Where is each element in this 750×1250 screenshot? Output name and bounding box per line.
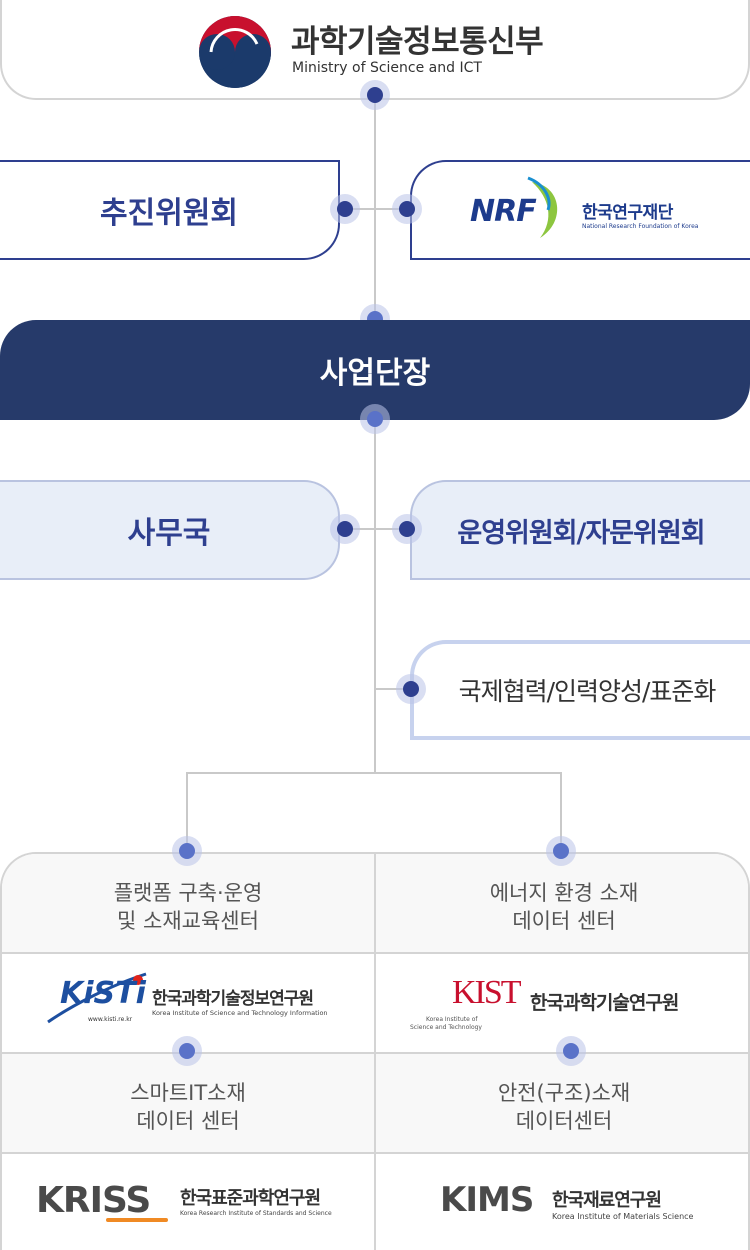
steering-label: 운영위원회/자문위원회 xyxy=(457,517,705,549)
center-title-line: 플랫폼 구축·운영 xyxy=(113,881,263,905)
branch-right xyxy=(560,772,562,850)
branch-horizontal xyxy=(186,772,562,774)
director-box: 사업단장 xyxy=(0,320,750,420)
kist-name-en-1: Korea Institute of xyxy=(426,1016,478,1023)
center-title-smartit: 스마트IT소재 데이터 센터 xyxy=(2,1054,374,1152)
grid-vertical-divider xyxy=(374,854,376,1250)
intl-box: 국제협력/인력양성/표준화 xyxy=(410,640,750,740)
branch-left xyxy=(186,772,188,850)
kriss-name-en: Korea Research Institute of Standards an… xyxy=(180,1210,332,1217)
center-dot-right xyxy=(546,836,576,866)
center-title-line: 안전(구조)소재 xyxy=(497,1081,631,1105)
committee-box: 추진위원회 xyxy=(0,160,340,260)
kisti-name-en: Korea Institute of Science and Technolog… xyxy=(152,1009,328,1017)
office-box: 사무국 xyxy=(0,480,340,580)
intl-label: 국제협력/인력양성/표준화 xyxy=(458,677,717,706)
director-label: 사업단장 xyxy=(319,356,431,391)
director-bottom-dot xyxy=(360,404,390,434)
center-title-energy: 에너지 환경 소재 데이터 센터 xyxy=(376,854,748,952)
nrf-name-en: National Research Foundation of Korea xyxy=(582,223,699,230)
kims-logo-text: KIMS xyxy=(440,1180,534,1220)
steering-dot xyxy=(392,514,422,544)
office-dot xyxy=(330,514,360,544)
kist-name-en-2: Science and Technology xyxy=(410,1024,482,1031)
center-dot-left-lower xyxy=(172,1036,202,1066)
nrf-box: NRF 한국연구재단 National Research Foundation … xyxy=(410,160,750,260)
center-title-line: 에너지 환경 소재 xyxy=(489,881,639,905)
kist-logo-text: KIST xyxy=(452,974,522,1011)
kisti-name-ko: 한국과학기술정보연구원 xyxy=(152,989,314,1009)
org-kist: KIST Korea Institute of Science and Tech… xyxy=(376,954,748,1052)
ministry-name-ko: 과학기술정보통신부 xyxy=(291,24,544,60)
centers-grid: 플랫폼 구축·운영 및 소재교육센터 에너지 환경 소재 데이터 센터 KiST… xyxy=(0,852,750,1250)
steering-box: 운영위원회/자문위원회 xyxy=(410,480,750,580)
kims-name-en: Korea Institute of Materials Science xyxy=(552,1212,694,1221)
org-kisti: KiSTi www.kisti.re.kr 한국과학기술정보연구원 Korea … xyxy=(2,954,374,1052)
office-label: 사무국 xyxy=(127,516,211,551)
kisti-swoosh-icon xyxy=(47,972,147,1024)
org-kriss: KRISS 한국표준과학연구원 Korea Research Institute… xyxy=(2,1154,374,1250)
trunk-line xyxy=(374,100,376,772)
committee-dot xyxy=(330,194,360,224)
kriss-logo-text: KRISS xyxy=(36,1180,151,1221)
nrf-logo-text: NRF xyxy=(470,194,537,229)
nrf-logo-icon xyxy=(527,176,558,238)
committee-label: 추진위원회 xyxy=(100,196,238,231)
kisti-logo-text: KiSTi xyxy=(60,976,146,1011)
center-title-line: 데이터센터 xyxy=(515,1109,613,1133)
center-dot-left xyxy=(172,836,202,866)
ministry-dot xyxy=(360,80,390,110)
org-kims: KIMS 한국재료연구원 Korea Institute of Material… xyxy=(376,1154,748,1250)
center-title-line: 데이터 센터 xyxy=(512,909,616,933)
kriss-name-ko: 한국표준과학연구원 xyxy=(180,1188,321,1209)
ministry-name-en: Ministry of Science and ICT xyxy=(292,60,482,76)
center-title-line: 데이터 센터 xyxy=(136,1109,240,1133)
center-title-platform: 플랫폼 구축·운영 및 소재교육센터 xyxy=(2,854,374,952)
center-title-safety: 안전(구조)소재 데이터센터 xyxy=(376,1054,748,1152)
ministry-emblem-icon xyxy=(199,16,271,88)
intl-dot xyxy=(396,674,426,704)
kims-name-ko: 한국재료연구원 xyxy=(552,1190,662,1211)
center-dot-right-lower xyxy=(556,1036,586,1066)
center-title-line: 스마트IT소재 xyxy=(130,1081,246,1105)
kriss-underline xyxy=(106,1218,168,1222)
intl-connector xyxy=(376,688,408,690)
office-connector xyxy=(342,528,408,530)
kisti-url: www.kisti.re.kr xyxy=(88,1016,133,1023)
nrf-dot xyxy=(392,194,422,224)
nrf-name-ko: 한국연구재단 xyxy=(582,203,673,223)
kist-name-ko: 한국과학기술연구원 xyxy=(530,992,679,1014)
center-title-line: 및 소재교육센터 xyxy=(117,909,259,933)
committee-connector xyxy=(342,208,408,210)
